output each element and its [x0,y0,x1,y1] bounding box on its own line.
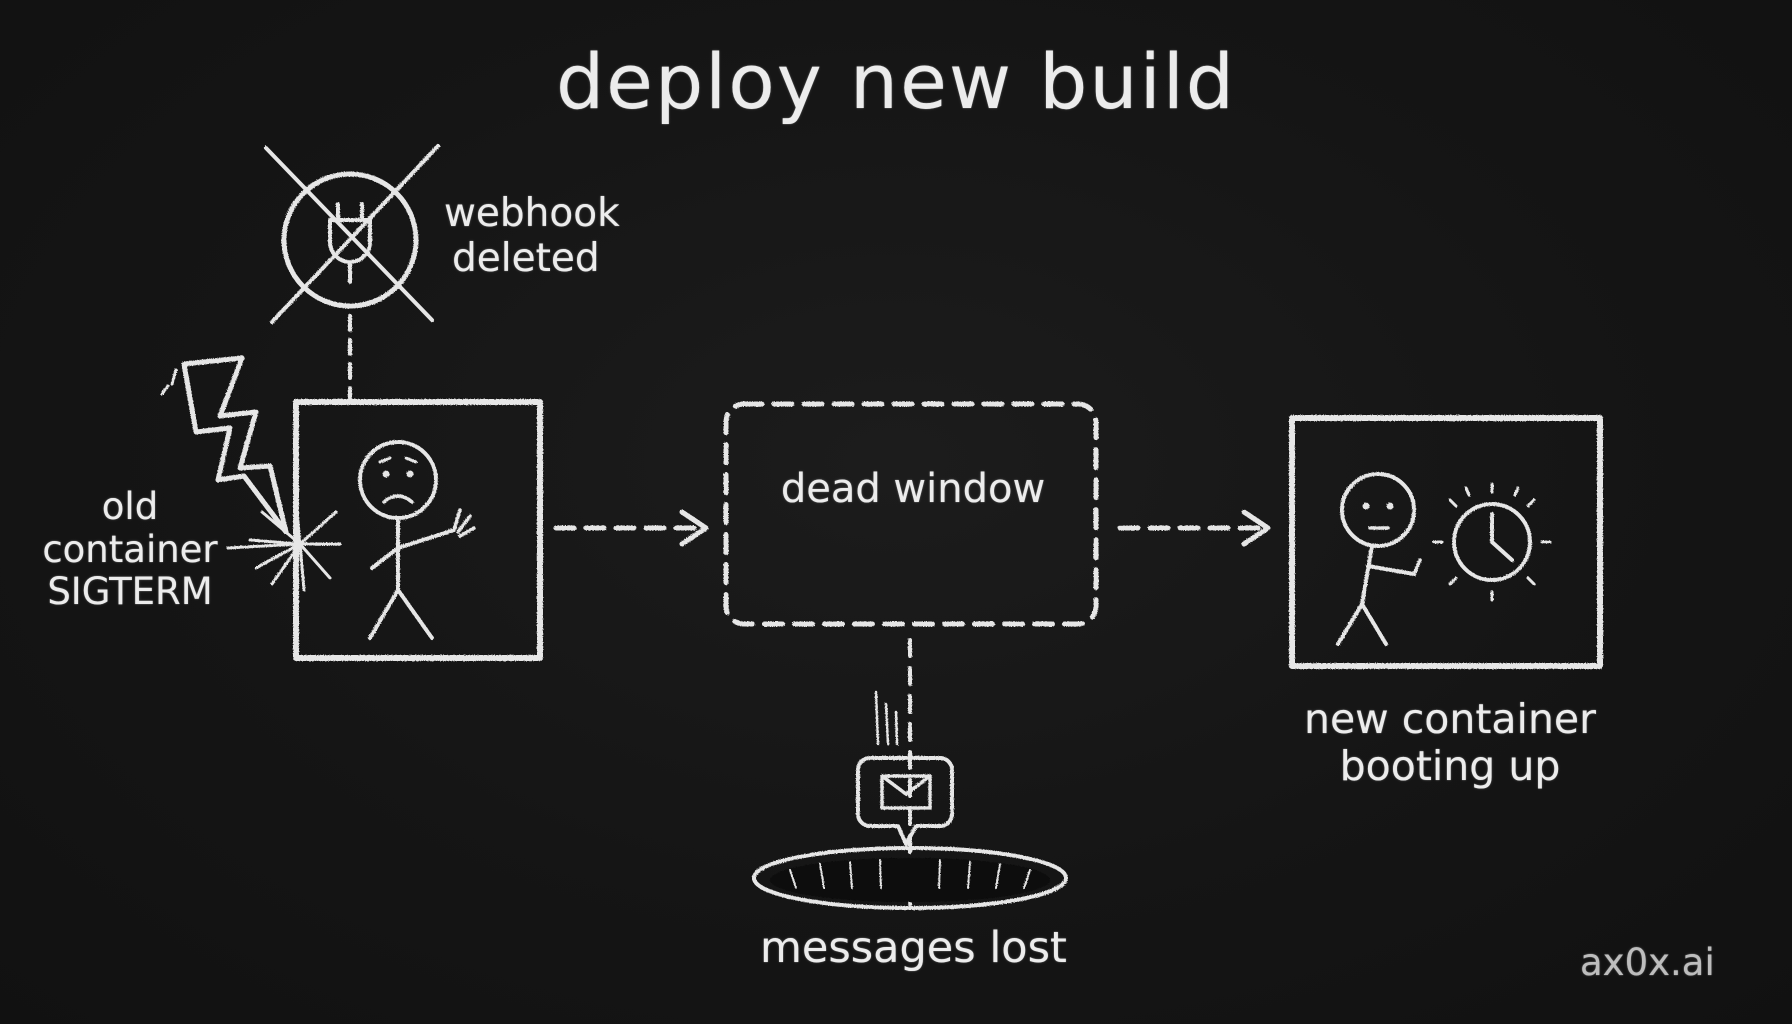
envelope-message-icon [856,690,954,846]
cross-mark-icon [264,144,440,324]
messages-lost-label: messages lost [760,923,1067,973]
old-container-label-line-1: old [101,485,159,528]
sad-stick-figure-icon [358,440,476,640]
new-container-label-line-2: booting up [1339,742,1561,791]
old-container-label: old container SIGTERM [30,485,230,614]
plug-icon [281,171,419,309]
dead-window-box [723,401,1099,627]
old-container-label-line-2: container [42,527,218,571]
dead-window-label: dead window [780,466,1046,512]
neutral-stick-figure-icon [1336,472,1422,646]
old-container-label-line-3: SIGTERM [47,570,213,614]
webhook-label-line-1: webhook [444,191,620,236]
diagram-title: deploy new build [555,37,1237,126]
spark-burst-icon [226,498,342,592]
clock-icon [1432,482,1552,602]
webhook-label-line-2: deleted [452,235,600,281]
old-container-box [293,399,543,661]
lightning-bolt-icon [160,355,289,535]
new-container-box [1289,415,1603,669]
new-container-label: new container booting up [1290,695,1610,791]
hole-icon [752,846,1068,910]
new-container-label-line-1: new container [1303,695,1597,743]
watermark: ax0x.ai [1580,941,1715,984]
webhook-deleted-label: webhook deleted [444,191,620,282]
arrow-to-dead-window [553,509,709,547]
arrow-to-new-container [1117,509,1271,547]
